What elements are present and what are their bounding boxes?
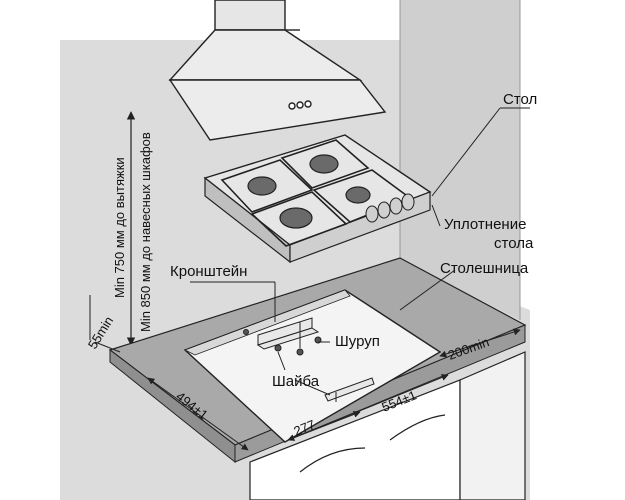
label-washer: Шайба (272, 373, 320, 390)
label-seal: Уплотнение (444, 216, 526, 233)
dim-494-arrow (147, 377, 249, 451)
label-table: Стол (503, 91, 537, 108)
label-seal-2: стола (494, 235, 534, 252)
label-worktop: Столешница (440, 260, 529, 277)
label-bracket: Кронштейн (170, 263, 247, 280)
dim-55-line (94, 341, 121, 353)
range-hood (168, 0, 387, 141)
gas-hob (203, 134, 432, 264)
dim-200-arrow (439, 328, 521, 358)
vertical-label-hood: Min 750 мм до вытяжки (112, 157, 127, 298)
vertical-label-cabinets: Min 850 мм до навесных шкафов (138, 132, 153, 332)
dim-277-arrow (287, 411, 361, 441)
cutout-inner-edge (184, 289, 351, 356)
label-screw: Шуруп (335, 333, 380, 350)
bracket-part (256, 317, 320, 350)
leader-lines (190, 107, 530, 396)
